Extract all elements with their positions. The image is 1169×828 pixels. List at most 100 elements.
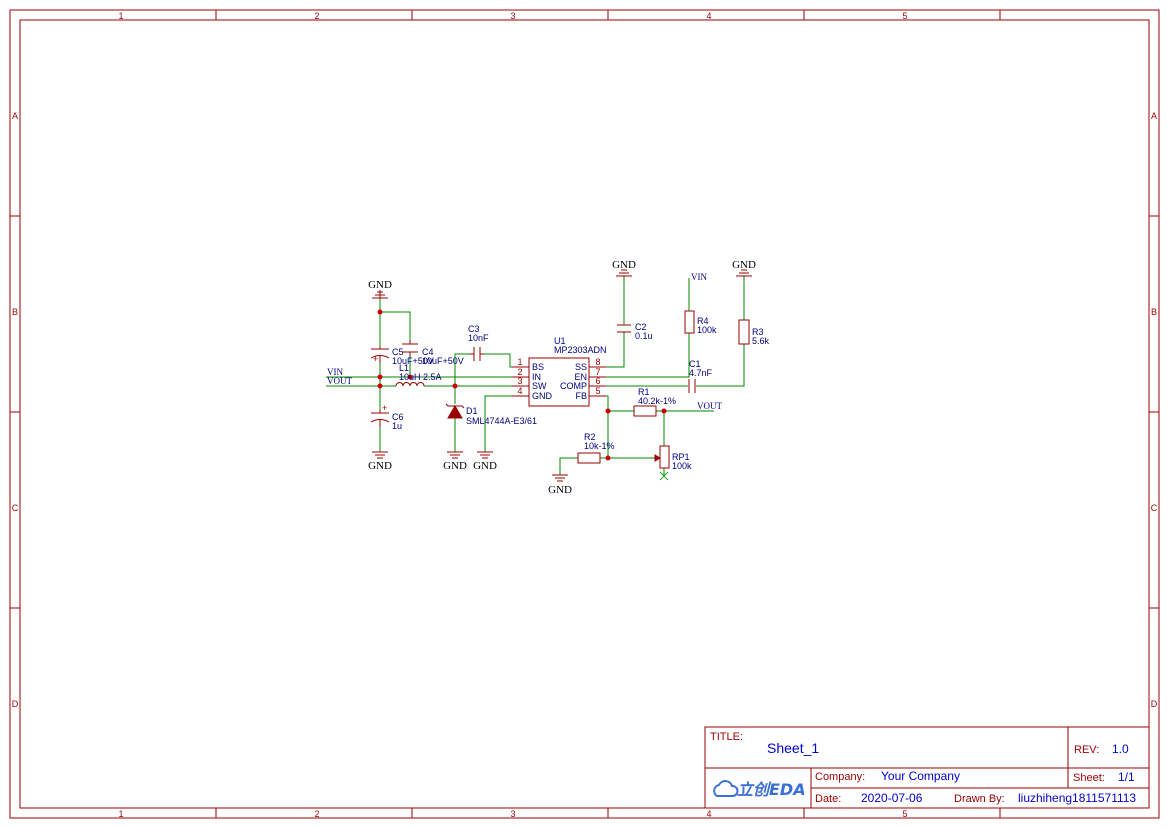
u1-pin-4-num: 4	[517, 386, 522, 396]
logo-cn-text: 立创	[737, 780, 772, 799]
c2-value: 0.1u	[635, 331, 653, 341]
svg-text:GND: GND	[368, 460, 392, 472]
date-value: 2020-07-06	[861, 791, 923, 805]
drawing-frame: 1 2 3 4 5 1 2 3 4 5 A B C D A B C D	[9, 9, 1160, 819]
net-label-vout-left: VOUT	[327, 376, 352, 386]
c4-value: 10uF+50V	[422, 356, 464, 366]
company-value: Your Company	[881, 769, 960, 783]
company-label: Company:	[815, 771, 865, 783]
svg-text:+: +	[373, 354, 378, 364]
u1-pin-2-name: IN	[532, 372, 541, 382]
zone-row-c-left: C	[12, 503, 19, 513]
sheet-value: 1/1	[1118, 770, 1135, 784]
rev-label: REV:	[1074, 744, 1099, 756]
zone-row-d-left: D	[12, 699, 19, 709]
svg-text:GND: GND	[443, 460, 467, 472]
net-label-vin-left: VIN	[327, 367, 343, 377]
rev-value: 1.0	[1112, 742, 1129, 756]
resistor-r1[interactable]: R1 40.2k-1%	[633, 387, 676, 417]
c3-value: 10nF	[468, 333, 489, 343]
inductor-l1[interactable]: L1 10uH 2.5A	[395, 363, 442, 387]
gnd-symbol-c2: GND	[612, 259, 636, 277]
u1-pin-5-name: FB	[575, 391, 587, 401]
gnd-symbol-r2: GND	[548, 474, 572, 496]
zone-col-1-top: 1	[118, 11, 123, 21]
c6-value: 1u	[392, 421, 402, 431]
svg-text:GND: GND	[548, 484, 572, 496]
zone-col-5-bottom: 5	[902, 809, 907, 819]
cloud-icon	[713, 780, 739, 797]
title-block: TITLE: Sheet_1 REV: 1.0 Company: Your Co…	[704, 726, 1150, 809]
zone-col-3-top: 3	[510, 11, 515, 21]
date-label: Date:	[815, 793, 841, 805]
svg-text:GND: GND	[732, 259, 756, 271]
gnd-symbol-top-left: GND	[368, 279, 392, 299]
capacitor-c2[interactable]: C2 0.1u	[617, 322, 653, 341]
capacitor-c4[interactable]: C4 10uF+50V	[402, 340, 464, 366]
resistor-r2[interactable]: R2 10k-1%	[577, 432, 615, 464]
zone-col-4-top: 4	[706, 11, 711, 21]
zone-row-b-left: B	[12, 307, 18, 317]
zone-row-b-right: B	[1151, 307, 1157, 317]
c3-ref: C3	[468, 324, 480, 334]
c5-ref: C5	[392, 347, 404, 357]
zone-row-a-right: A	[1151, 111, 1157, 121]
u1-pin-4-name: GND	[532, 391, 553, 401]
sheet-title: Sheet_1	[767, 740, 819, 756]
u1-pin-6-num: 6	[595, 376, 600, 386]
diode-d1[interactable]: D1 SML4744A-E3/61	[445, 403, 537, 426]
capacitor-c6[interactable]: + C6 1u	[370, 403, 404, 431]
junctions	[377, 309, 667, 461]
svg-text:GND: GND	[473, 460, 497, 472]
zone-col-5-top: 5	[902, 11, 907, 21]
capacitor-c1[interactable]: C1 4.7nF	[688, 359, 713, 393]
l1-ref: L1	[399, 363, 409, 373]
u1-pin-2-num: 2	[517, 367, 522, 377]
r2-ref: R2	[584, 432, 596, 442]
r1-ref: R1	[638, 387, 650, 397]
u1-ref: U1	[554, 336, 566, 346]
u1-pin-8-num: 8	[595, 357, 600, 367]
zone-col-2-bottom: 2	[314, 809, 319, 819]
svg-text:GND: GND	[368, 279, 392, 291]
sheet-label: Sheet:	[1073, 772, 1105, 784]
gnd-symbol-r3: GND	[732, 259, 756, 277]
u1-pin-3-num: 3	[517, 376, 522, 386]
rp1-value: 100k	[672, 461, 692, 471]
c1-value: 4.7nF	[689, 368, 713, 378]
r3-ref: R3	[752, 327, 764, 337]
zone-row-c-right: C	[1151, 503, 1158, 513]
l1-value: 10uH 2.5A	[399, 372, 442, 382]
zone-col-1-bottom: 1	[118, 809, 123, 819]
r4-ref: R4	[697, 316, 709, 326]
u1-pin-7-num: 7	[595, 367, 600, 377]
u1-pin-1-name: BS	[532, 362, 544, 372]
u1-pin-6-name: COMP	[560, 381, 587, 391]
u1-pin-1-num: 1	[517, 357, 522, 367]
drawn-by-label: Drawn By:	[954, 793, 1005, 805]
gnd-symbol-d1: GND	[443, 451, 467, 472]
gnd-symbol-c6: GND	[368, 451, 392, 472]
net-label-vin-r4: VIN	[691, 272, 707, 282]
svg-text:GND: GND	[612, 259, 636, 271]
c4-ref: C4	[422, 347, 434, 357]
r1-value: 40.2k-1%	[638, 396, 676, 406]
c6-ref: C6	[392, 412, 404, 422]
zone-row-a-left: A	[12, 111, 18, 121]
net-label-vout-fb: VOUT	[697, 401, 722, 411]
gnd-symbol-u1: GND	[473, 451, 497, 472]
potentiometer-rp1[interactable]: RP1 100k	[654, 445, 692, 481]
u1-pin-7-name: EN	[574, 372, 587, 382]
resistor-r3[interactable]: R3 5.6k	[738, 319, 770, 346]
rp1-ref: RP1	[672, 452, 690, 462]
capacitor-c3[interactable]: C3 10nF	[468, 324, 489, 361]
u1-pin-8-name: SS	[575, 362, 587, 372]
ic-u1[interactable]: U1 MP2303ADN 1 2 3 4 BS IN SW GND 8 7 6 …	[512, 336, 607, 407]
c2-ref: C2	[635, 322, 647, 332]
drawn-by-value: liuzhiheng1811571113	[1018, 791, 1136, 805]
resistor-r4[interactable]: R4 100k	[684, 310, 717, 335]
r2-value: 10k-1%	[584, 441, 615, 451]
capacitor-c5[interactable]: + C5 10uF+50V	[370, 347, 434, 366]
c1-ref: C1	[689, 359, 701, 369]
